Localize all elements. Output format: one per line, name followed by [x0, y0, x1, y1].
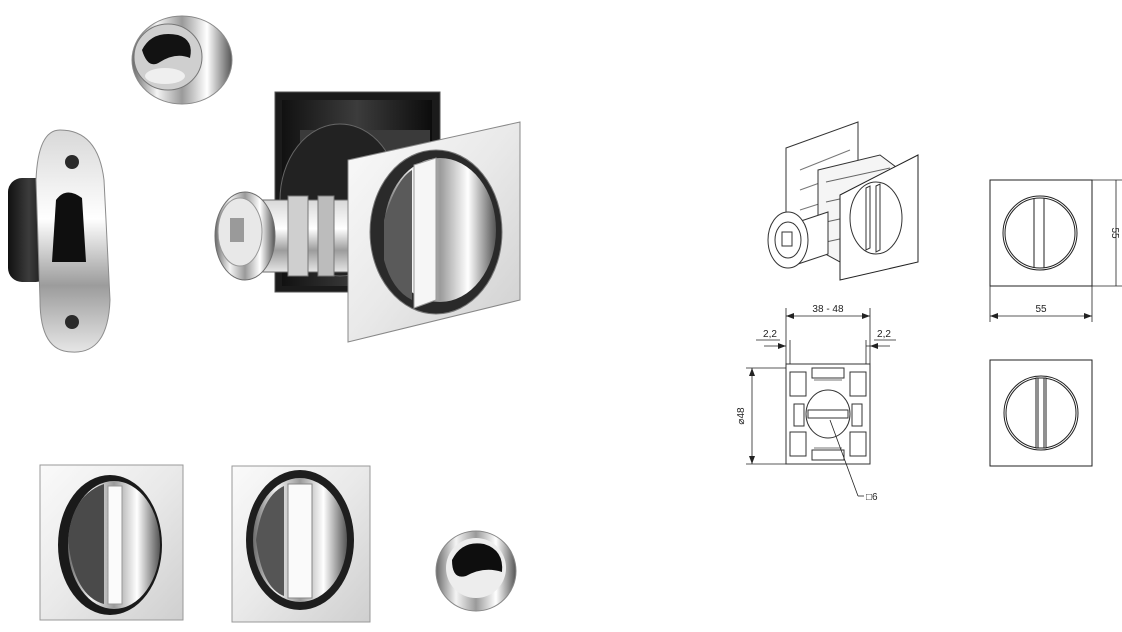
left-clearance-label: 2,2: [763, 329, 777, 340]
plate-height-label: 55: [1109, 227, 1120, 239]
diameter-label: ⌀48: [736, 407, 747, 425]
right-clearance-label: 2,2: [877, 329, 891, 340]
finger-cup-photo: [131, 15, 233, 105]
plate-width-label: 55: [1035, 304, 1047, 315]
dimension-lines: [746, 179, 1122, 497]
square-key-label: □6: [866, 492, 878, 503]
lock-assembly-photo: [214, 91, 521, 343]
square-pull-photo-1: [39, 464, 184, 621]
strike-plate-photo: [8, 129, 111, 353]
front-view-plate-drawing: [989, 179, 1093, 287]
dimension-arrows: [749, 313, 1092, 464]
section-drawing: [785, 363, 871, 465]
back-view-plate-drawing: [989, 359, 1093, 467]
round-cup-photo: [435, 530, 517, 612]
overall-length-label: 38 - 48: [812, 304, 844, 315]
square-pull-photo-2: [231, 465, 371, 623]
isometric-drawing: [767, 121, 919, 281]
